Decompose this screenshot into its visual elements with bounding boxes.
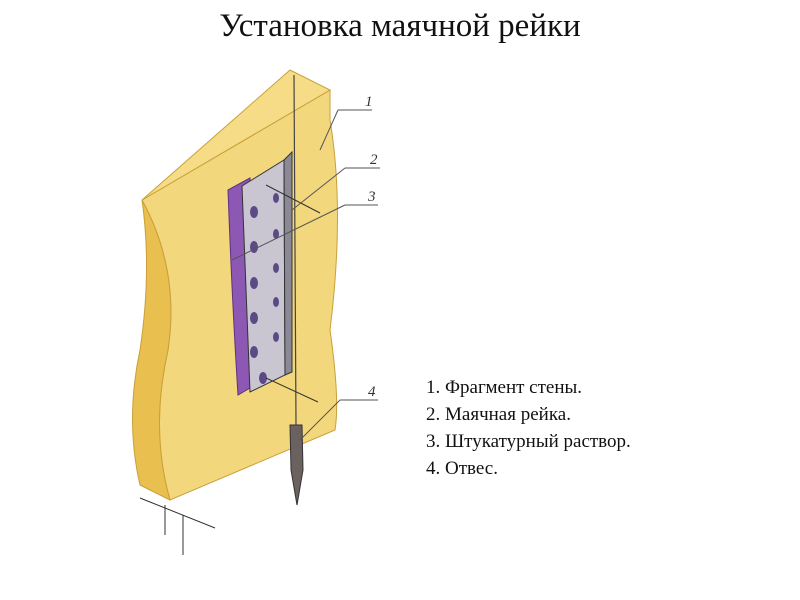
beacon-rail (241, 159, 286, 393)
rail-holes (250, 193, 279, 384)
legend-item-plumb: 4. Отвес. (426, 458, 498, 479)
wall-top-face (141, 69, 332, 201)
plumb-line (293, 74, 297, 426)
dimension-marks (139, 184, 321, 555)
beacon-rail-edge (283, 150, 293, 376)
diagram-title: Установка маячной рейки (219, 8, 581, 44)
callout-2: 2 (370, 152, 378, 168)
wall-side-face (132, 199, 172, 501)
legend-item-beacon-rail: 2. Маячная рейка. (426, 404, 571, 425)
callout-1: 1 (365, 94, 373, 110)
legend-item-wall-fragment: 1. Фрагмент стены. (426, 377, 583, 398)
callout-4: 4 (368, 384, 376, 400)
callout-leaders (231, 109, 380, 441)
legend-item-plaster-mortar: 3. Штукатурный раствор. (426, 431, 631, 452)
callout-3: 3 (367, 189, 376, 205)
legend: 1. Фрагмент стены. 2. Маячная рейка. 3. … (426, 374, 631, 482)
plumb-bob (289, 424, 304, 506)
